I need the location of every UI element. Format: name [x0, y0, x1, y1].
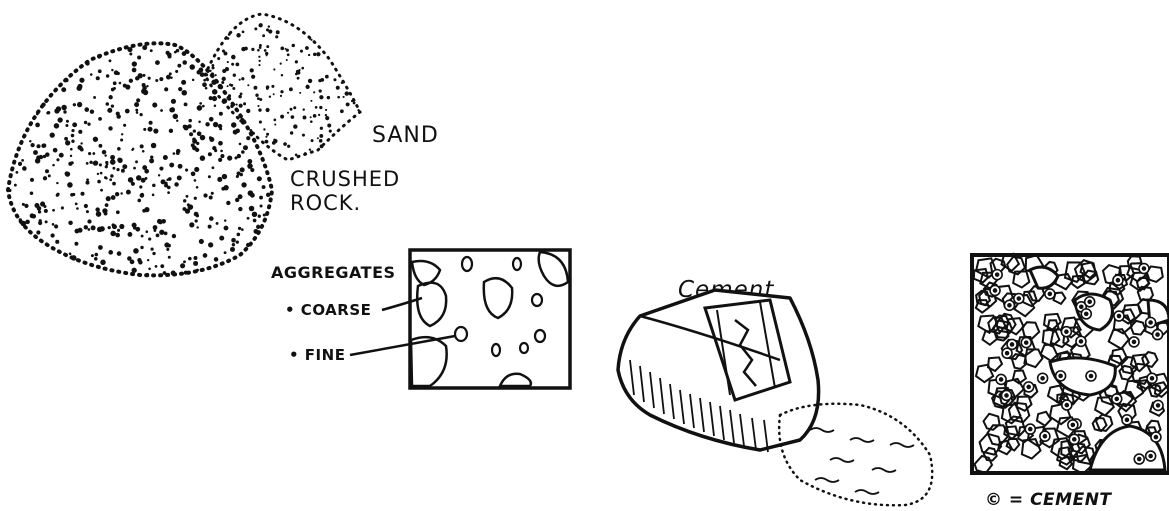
cement-bag: Cement: [618, 277, 932, 505]
crushed-rock-pile: [8, 43, 272, 276]
aggregates-box: [410, 250, 570, 388]
rock-label: ROCK.: [290, 191, 361, 215]
aggregates-heading: AGGREGATES: [271, 263, 396, 282]
cement-key-label: © = CEMENT: [985, 490, 1112, 510]
aggregates-diagram: AGGREGATES • COARSE • FINE: [271, 250, 570, 388]
fine-label: • FINE: [289, 346, 345, 364]
sand-pile: [205, 14, 360, 160]
concrete-cross-section: © = CEMENT: [972, 254, 1169, 510]
coarse-label: • COARSE: [285, 301, 371, 319]
sand-label: SAND: [372, 123, 439, 148]
crushed-label: CRUSHED: [290, 167, 400, 191]
